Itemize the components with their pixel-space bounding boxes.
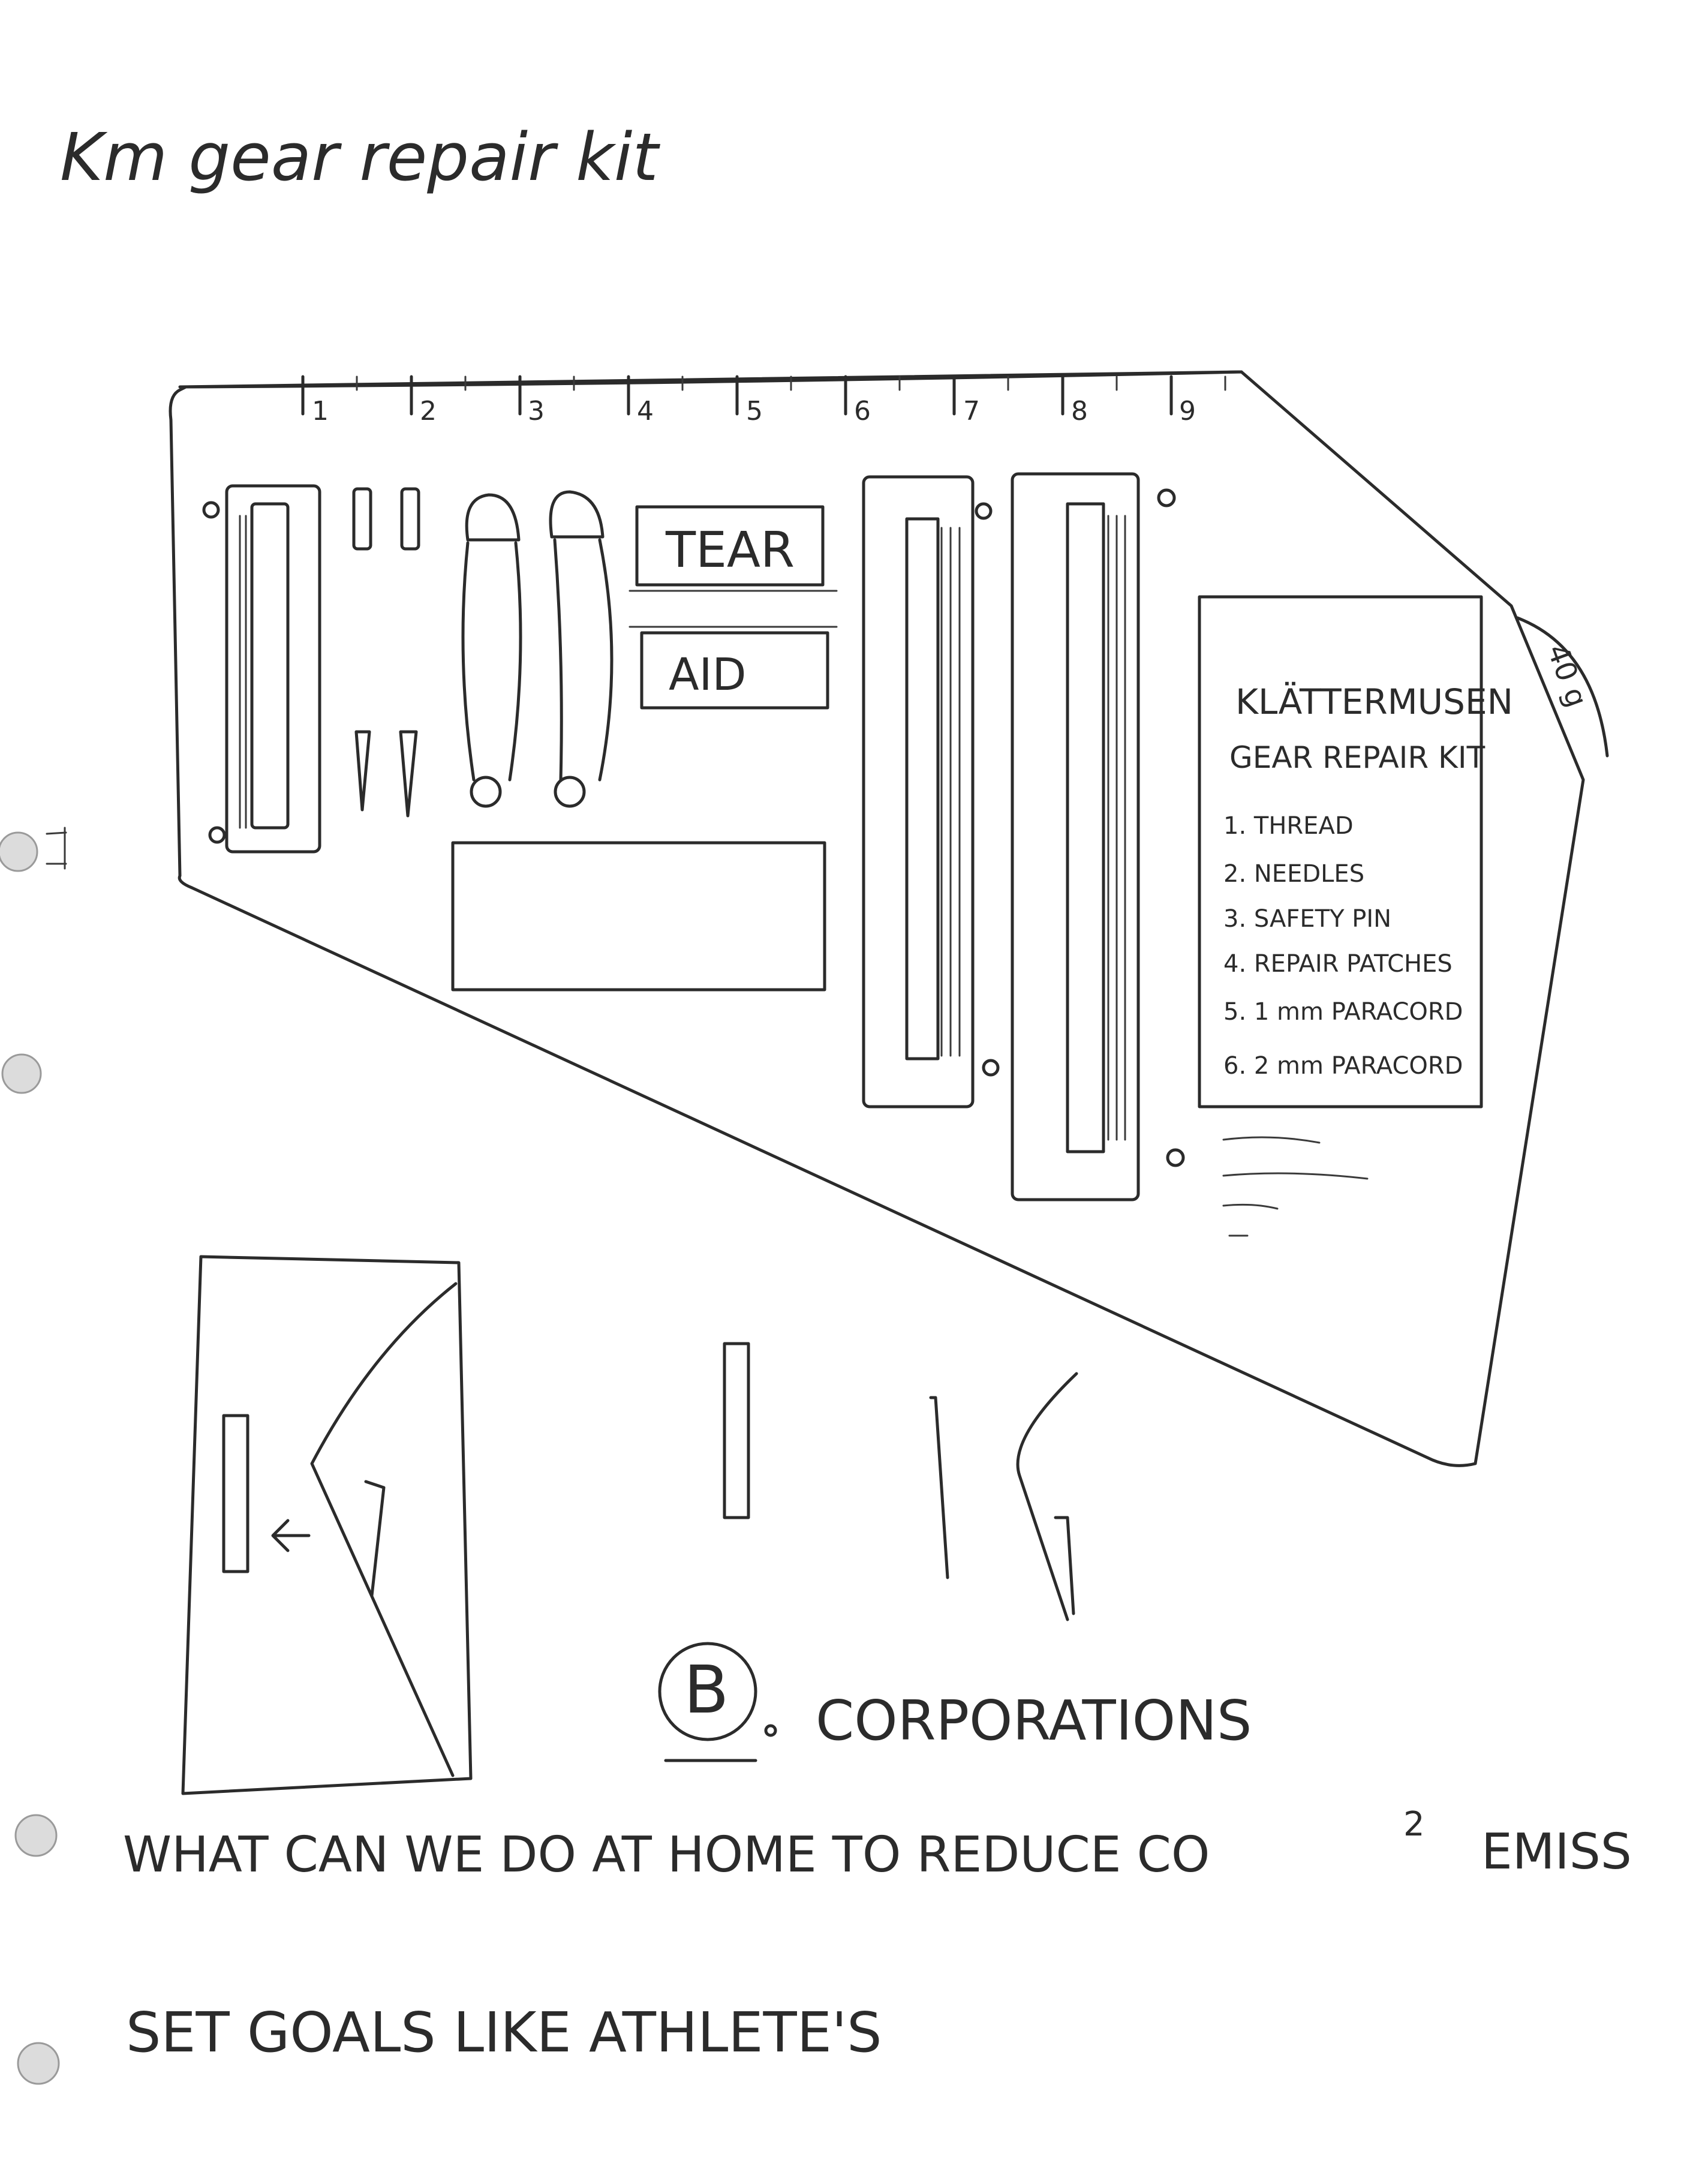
spool-frame <box>862 475 975 1108</box>
binder-hole <box>1 1053 42 1094</box>
ruler-line <box>178 370 1243 389</box>
card-item: 1. THREAD <box>1223 812 1354 840</box>
corporations-label: CORPORATIONS <box>816 1689 1252 1753</box>
page-title: Km gear repair kit <box>60 119 660 196</box>
safety-pin-head <box>465 493 521 542</box>
paracord-1mm-spool <box>862 475 1000 1108</box>
paracord-2mm-spool <box>1011 472 1185 1201</box>
patch-pocket <box>451 841 826 992</box>
ruler-tick-label: 4 <box>637 396 654 426</box>
tear-label: TEAR <box>665 522 795 579</box>
repair-patches: TEAR AID <box>629 505 838 710</box>
needle-head <box>400 487 420 551</box>
co2-superscript: 2 <box>1403 1805 1425 1844</box>
card-item: 2. NEEDLES <box>1223 860 1364 888</box>
bobbin-loop <box>208 826 226 844</box>
ruler-tick-label: 1 <box>312 396 329 426</box>
binder-hole <box>14 1814 58 1857</box>
needle-tip <box>354 730 371 812</box>
info-card-frame <box>1198 595 1483 1108</box>
pouch-outline <box>181 1255 473 1795</box>
needles <box>352 487 420 818</box>
cord-lines <box>940 527 961 1057</box>
ruler-tick-label: 8 <box>1071 396 1088 426</box>
aid-patch <box>640 631 829 710</box>
circle-marker <box>658 1642 757 1741</box>
bobbin-core <box>250 502 290 830</box>
cord-loop <box>1166 1148 1185 1167</box>
card-brand: KLÄTTERMUSEN <box>1235 681 1513 722</box>
safety-pin-body <box>553 538 614 782</box>
spool-frame <box>1011 472 1140 1201</box>
card-subtitle: GEAR REPAIR KIT <box>1229 740 1486 775</box>
ruler-tick-label: 3 <box>528 396 545 426</box>
loose-strips <box>723 1342 1078 1621</box>
cord-loop <box>1157 488 1176 507</box>
cord-loop <box>982 1059 1000 1077</box>
ruler: 1 2 3 4 5 6 7 8 9 <box>178 370 1243 426</box>
safety-pin-body <box>461 541 522 782</box>
notes: B CORPORATIONS WHAT CAN WE DO AT HOME TO… <box>123 1642 1632 2065</box>
bullet-dot <box>764 1724 777 1737</box>
safety-pins <box>461 490 614 808</box>
pouch-strap <box>222 1414 249 1573</box>
question-tail: EMISS <box>1481 1823 1632 1880</box>
weight-label: 40 g <box>1540 640 1593 712</box>
bobbin-loop <box>202 501 220 519</box>
cord-lines <box>1107 515 1126 1141</box>
aid-label: AID <box>669 649 746 701</box>
circle-letter: B <box>684 1651 729 1728</box>
binder-holes <box>0 827 67 2085</box>
strip <box>929 1396 949 1579</box>
safety-pin-head <box>549 490 605 539</box>
safety-pin-coil <box>470 776 502 808</box>
cord-loop <box>975 502 993 520</box>
spool-core <box>1066 502 1105 1153</box>
thread-lines <box>239 515 247 829</box>
bobbin-frame <box>225 484 321 854</box>
card-item: 4. REPAIR PATCHES <box>1223 950 1453 978</box>
patch-divider <box>629 590 838 628</box>
pouch-fold <box>310 1282 458 1777</box>
weight-stamp: 40 g <box>1515 616 1609 758</box>
question-text: WHAT CAN WE DO AT HOME TO REDUCE CO <box>123 1826 1210 1883</box>
ruler-tick-label: 2 <box>420 396 437 426</box>
folded-pouch-sketch <box>181 1255 473 1795</box>
arrow-left-icon <box>271 1519 311 1552</box>
goals-text: SET GOALS LIKE ATHLETE'S <box>126 2000 882 2065</box>
tear-patch <box>635 505 825 587</box>
ruler-tick-label: 5 <box>746 396 763 426</box>
ruler-tick-label: 6 <box>854 396 871 426</box>
card-item: 3. SAFETY PIN <box>1223 905 1391 933</box>
strip <box>723 1342 750 1519</box>
binder-hole <box>0 831 38 872</box>
pouch-tab <box>364 1480 386 1597</box>
spool-core <box>905 517 940 1061</box>
safety-pin-coil <box>554 776 586 808</box>
strip <box>1054 1516 1075 1615</box>
ruler-tick-label: 7 <box>963 396 980 426</box>
needle-tip <box>399 730 418 818</box>
card-item: 5. 1 mm PARACORD <box>1223 998 1463 1026</box>
binder-mark <box>46 827 67 870</box>
binder-hole <box>17 2042 60 2085</box>
thread-bobbin <box>202 484 321 854</box>
needle-head <box>352 487 372 551</box>
card-item: 6. 2 mm PARACORD <box>1223 1052 1463 1080</box>
scribble-lines <box>1222 1136 1369 1237</box>
stamp-arc <box>1515 616 1609 758</box>
info-card: KLÄTTERMUSEN GEAR REPAIR KIT 1. THREAD 2… <box>1198 595 1513 1237</box>
strip-curve <box>1016 1372 1078 1621</box>
ruler-tick-label: 9 <box>1179 396 1196 426</box>
